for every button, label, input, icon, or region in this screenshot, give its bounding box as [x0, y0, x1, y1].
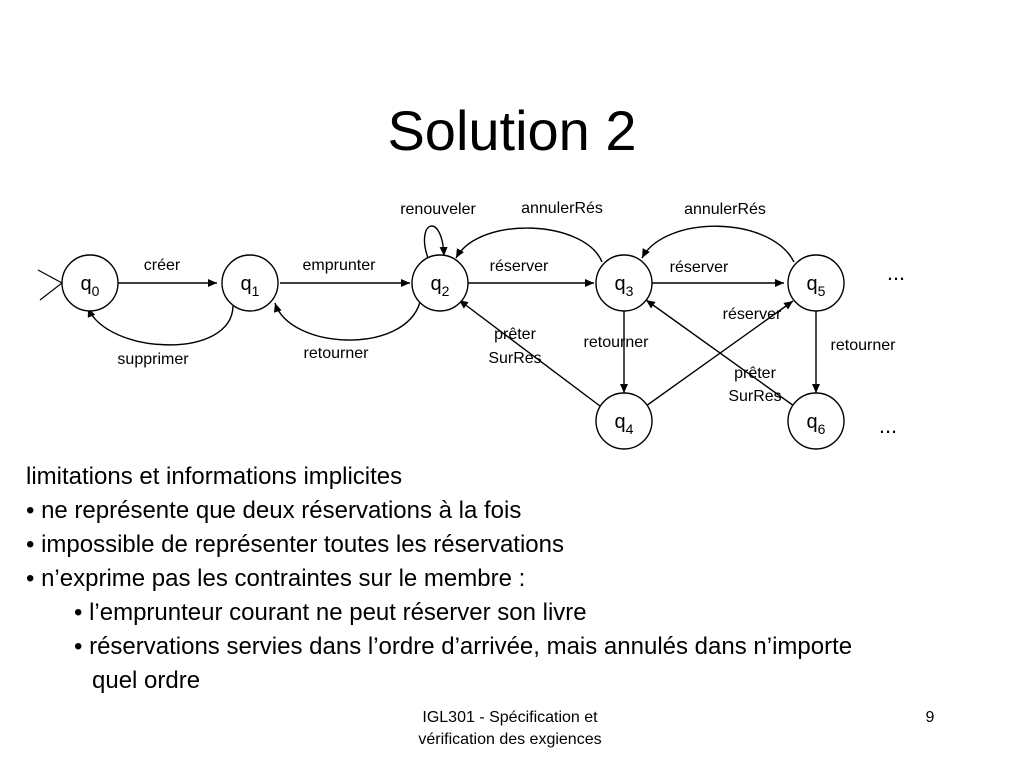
label-reserver-q4-q5: réserver: [723, 306, 782, 323]
label-reserver-q2-q3: réserver: [490, 258, 549, 275]
state-q2: q2: [411, 254, 469, 312]
label-preter-q4-line2: SurRes: [488, 350, 541, 367]
label-retourner-q3-q4: retourner: [584, 334, 650, 351]
state-q3: q3: [595, 254, 653, 312]
label-renouveler: renouveler: [400, 201, 476, 218]
edge-q1-q0: [87, 305, 234, 346]
edge-q3-q2: [455, 227, 603, 263]
label-preter-q6-line1: prêter: [734, 365, 776, 382]
sub-bullet-item: • réservations servies dans l’ordre d’ar…: [74, 633, 853, 660]
edge-q2-q2-loop: [423, 225, 448, 259]
svg-text:q3: q3: [615, 273, 634, 299]
edge-q2-q1: [273, 301, 421, 341]
page-number: 9: [925, 709, 935, 726]
label-annuler-q5-q3: annulerRés: [684, 201, 766, 218]
footer-line: vérification des exgiences: [418, 731, 602, 748]
state-machine-diagram: q0 q1 q2 q3 q5 q4 q6 créer supprimer emp…: [37, 200, 905, 450]
label-supprimer: supprimer: [117, 351, 189, 368]
label-preter-q4-line1: prêter: [494, 326, 536, 343]
slide-footer: IGL301 - Spécification et vérification d…: [360, 707, 660, 751]
label-preter-q6-line2: SurRes: [728, 388, 781, 405]
state-q5: q5: [787, 254, 845, 312]
label-annuler-q3-q2: annulerRés: [521, 200, 603, 217]
ellipsis-top: ...: [887, 260, 905, 285]
label-reserver-q3-q5: réserver: [670, 259, 729, 276]
edge-q6-q3: [645, 299, 795, 407]
ellipsis-bottom: ...: [879, 413, 897, 438]
label-creer: créer: [144, 257, 181, 274]
label-retourner-q2-q1: retourner: [304, 345, 370, 362]
bullet-item: • ne représente que deux réservations à …: [26, 497, 522, 524]
footer-line: IGL301 - Spécification et: [422, 709, 598, 726]
bullet-item: • impossible de représenter toutes les r…: [26, 531, 564, 558]
svg-text:q5: q5: [807, 273, 826, 299]
state-q4: q4: [595, 392, 653, 450]
svg-text:q6: q6: [807, 411, 826, 437]
state-q0: q0: [61, 254, 119, 312]
label-retourner-q5-q6: retourner: [831, 337, 897, 354]
body-heading: limitations et informations implicites: [26, 463, 403, 490]
initial-state-marker: [37, 269, 64, 301]
svg-text:q1: q1: [241, 273, 260, 299]
edge-q5-q3: [641, 225, 795, 263]
slide-body: limitations et informations implicites •…: [26, 460, 1016, 698]
label-emprunter: emprunter: [303, 257, 377, 274]
state-q6: q6: [787, 392, 845, 450]
svg-text:q0: q0: [81, 273, 100, 299]
svg-text:q4: q4: [615, 411, 634, 437]
sub-bullet-continuation: quel ordre: [92, 667, 201, 694]
slide-title: Solution 2: [387, 99, 637, 162]
sub-bullet-item: • l’emprunteur courant ne peut réserver …: [74, 599, 587, 626]
state-q1: q1: [221, 254, 279, 312]
svg-text:q2: q2: [431, 273, 450, 299]
edge-q4-q2: [458, 299, 601, 407]
bullet-item: • n’exprime pas les contraintes sur le m…: [26, 565, 526, 592]
